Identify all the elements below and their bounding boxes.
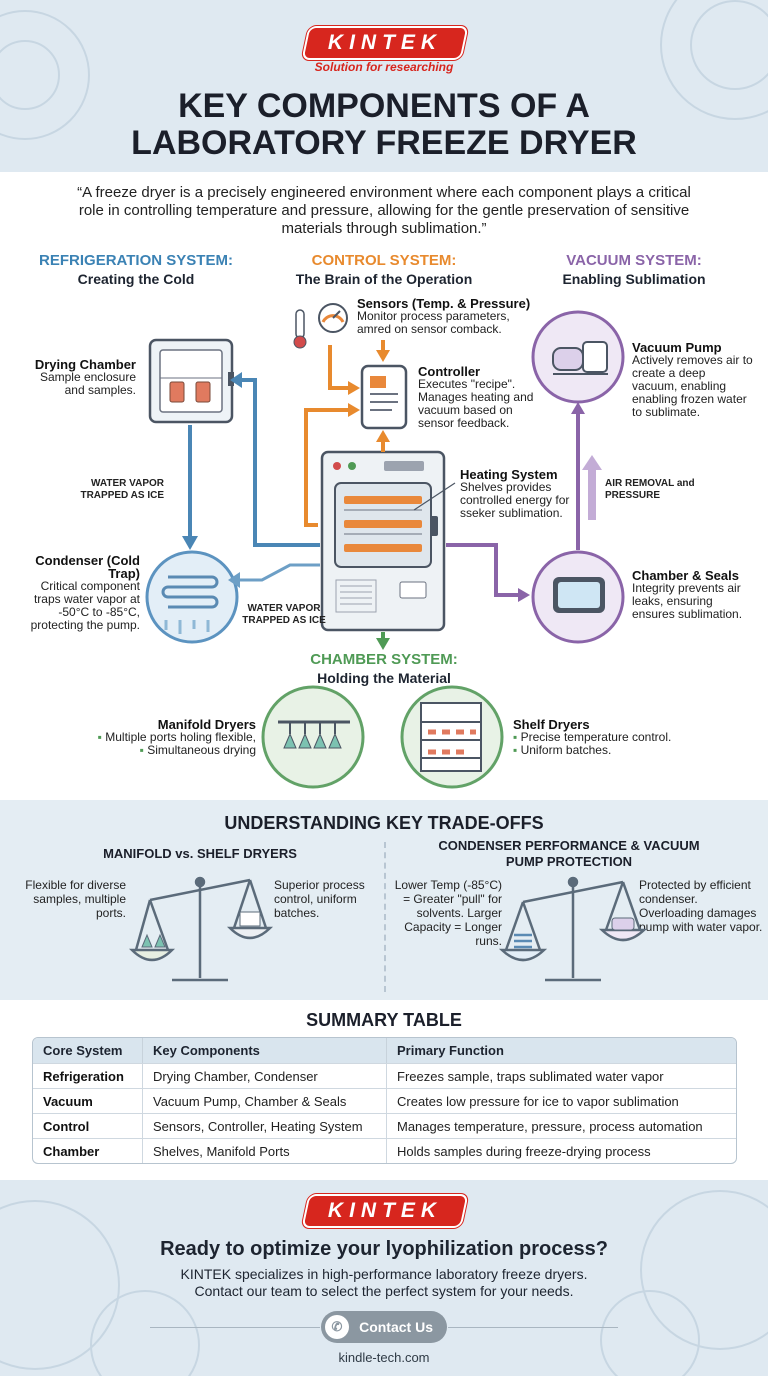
chamber-seals-label: Chamber & Seals Integrity prevents air l… [632,569,758,621]
summary-table: Core System Key Components Primary Funct… [32,1037,737,1164]
tagline: Solution for researching [314,60,454,74]
cta-heading: Ready to optimize your lyophilization pr… [160,1238,608,1260]
manifold-dryers-label: Manifold Dryers ▪ Multiple ports holing … [66,718,256,757]
table-row: Control Sensors, Controller, Heating Sys… [33,1113,736,1138]
drying-chamber-label: Drying Chamber Sample enclosure and samp… [20,358,136,397]
table-cell: Creates low pressure for ice to vapor su… [387,1088,736,1113]
flow-label-vapor-1: WATER VAPOR TRAPPED AS ICE [80,478,164,501]
cta-line-2: Contact our team to select the perfect s… [194,1283,574,1299]
footer-logo-text: KINTEK [327,1199,443,1222]
heating-system-label: Heating System Shelves provides controll… [460,468,572,520]
shelf-dryers-label: Shelf Dryers ▪ Precise temperature contr… [513,718,703,757]
summary-title: SUMMARY TABLE [306,1010,462,1030]
vacuum-subtitle: Enabling Sublimation [562,271,706,287]
chamber-seals-name: Chamber & Seals [632,568,739,583]
flow-label-vapor-2: WATER VAPOR TRAPPED AS ICE [242,603,326,626]
drying-chamber-name: Drying Chamber [34,357,136,372]
control-heading: CONTROL SYSTEM: The Brain of the Operati… [270,252,498,288]
vacuum-pump-desc: Actively removes air to create a deep va… [632,353,753,419]
table-cell: Holds samples during freeze-drying proce… [387,1138,736,1163]
shelf-bullet-2: ▪ Uniform batches. [513,743,612,757]
website-link[interactable]: kindle-tech.com [338,1350,430,1365]
controller-desc: Executes "recipe". Manages heating and v… [418,377,534,430]
flow-label-air-removal: AIR REMOVAL and PRESSURE [605,478,695,501]
heating-system-desc: Shelves provides controlled energy for s… [460,480,570,520]
table-cell: Sensors, Controller, Heating System [143,1113,387,1138]
footer-kintek-logo[interactable]: KINTEK [303,1196,467,1226]
phone-icon: ✆ [325,1315,349,1339]
chamber-title: CHAMBER SYSTEM: [310,651,458,668]
title-line-2: LABORATORY FREEZE DRYER [131,124,637,162]
shelf-dryers-name: Shelf Dryers [513,717,590,732]
vacuum-heading: VACUUM SYSTEM: Enabling Sublimation [520,252,748,288]
table-cell: Chamber [33,1138,143,1163]
vacuum-pump-label: Vacuum Pump Actively removes air to crea… [632,341,754,419]
condenser-desc: Critical component traps water vapor at … [30,579,140,632]
divider-right [448,1327,618,1328]
drying-chamber-desc: Sample enclosure and samples. [39,370,136,397]
sensors-name: Sensors (Temp. & Pressure) [357,296,531,311]
refrigeration-subtitle: Creating the Cold [77,271,195,287]
tradeoffs-left-title: MANIFOLD vs. SHELF DRYERS [103,846,297,861]
controller-label: Controller Executes "recipe". Manages he… [418,365,536,430]
chamber-seals-desc: Integrity prevents air leaks, ensuring e… [632,581,743,621]
shelf-tradeoff-text: Superior process control, uniform batche… [274,878,365,920]
table-header-row: Core System Key Components Primary Funct… [33,1038,736,1063]
chamber-heading: CHAMBER SYSTEM: Holding the Material [270,651,498,687]
condenser-tradeoff-text: Lower Temp (-85°C) = Greater "pull" for … [394,878,502,948]
table-header-primary-function: Primary Function [387,1038,736,1063]
table-cell: Control [33,1113,143,1138]
cta-line-1: KINTEK specializes in high-performance l… [180,1266,588,1282]
manifold-bullet-1: ▪ Multiple ports holing flexible, [97,730,256,744]
balance-scales [128,876,648,982]
manifold-dryers-name: Manifold Dryers [157,717,256,732]
table-row: Chamber Shelves, Manifold Ports Holds sa… [33,1138,736,1163]
refrigeration-heading: REFRIGERATION SYSTEM: Creating the Cold [22,252,250,288]
title-line-1: KEY COMPONENTS OF A [178,87,590,125]
shelf-bullet-1: ▪ Precise temperature control. [513,730,672,744]
divider-left [150,1327,320,1328]
pump-tradeoff-text: Protected by efficient condenser. Overlo… [639,878,763,934]
table-cell: Refrigeration [33,1063,143,1088]
table-row: Refrigeration Drying Chamber, Condenser … [33,1063,736,1088]
diagram-graphics [145,303,625,789]
table-cell: Freezes sample, traps sublimated water v… [387,1063,736,1088]
table-header-key-components: Key Components [143,1038,387,1063]
controller-name: Controller [418,364,481,379]
page-title: KEY COMPONENTS OF A LABORATORY FREEZE DR… [0,88,768,162]
tradeoffs-right-title: CONDENSER PERFORMANCE & VACUUM PUMP PROT… [438,838,700,869]
chamber-subtitle: Holding the Material [317,670,451,686]
table-row: Vacuum Vacuum Pump, Chamber & Seals Crea… [33,1088,736,1113]
table-cell: Vacuum [33,1088,143,1113]
table-cell: Vacuum Pump, Chamber & Seals [143,1088,387,1113]
tradeoffs-divider [384,842,386,992]
vacuum-title: VACUUM SYSTEM: [566,252,702,269]
sensors-desc: Monitor process parameters, amred on sen… [357,309,510,336]
table-cell: Manages temperature, pressure, process a… [387,1113,736,1138]
table-header-core-system: Core System [33,1038,143,1063]
condenser-name: Condenser (Cold Trap) [35,553,140,581]
condenser-label: Condenser (Cold Trap) Critical component… [16,554,140,632]
heating-system-name: Heating System [460,467,558,482]
vacuum-pump-name: Vacuum Pump [632,340,722,355]
table-cell: Drying Chamber, Condenser [143,1063,387,1088]
manifold-bullet-2: ▪ Simultaneous drying [139,743,256,757]
sensors-label: Sensors (Temp. & Pressure) Monitor proce… [357,297,537,336]
contact-us-button[interactable]: ✆ Contact Us [321,1311,447,1343]
refrigeration-title: REFRIGERATION SYSTEM: [39,252,233,269]
manifold-tradeoff-text: Flexible for diverse samples, multiple p… [25,878,126,920]
intro-quote: “A freeze dryer is a precisely engineere… [77,184,691,237]
table-cell: Shelves, Manifold Ports [143,1138,387,1163]
control-subtitle: The Brain of the Operation [295,271,473,287]
contact-us-label: Contact Us [359,1319,433,1335]
control-title: CONTROL SYSTEM: [311,252,457,269]
tradeoffs-title: UNDERSTANDING KEY TRADE-OFFS [224,813,544,833]
